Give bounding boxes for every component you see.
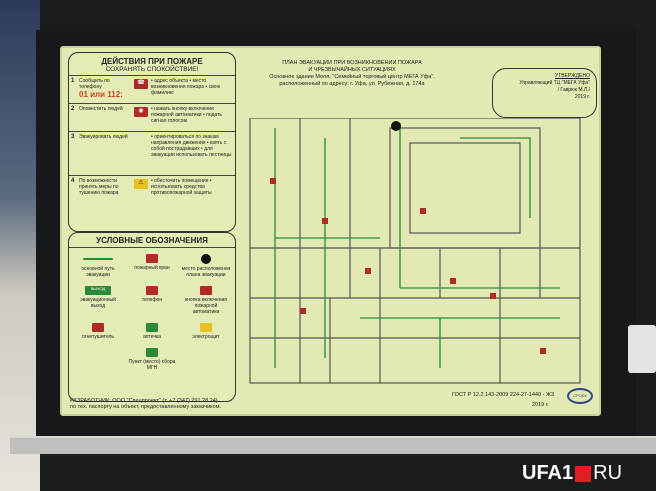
step-bullets: • адрес объекта • место возникновения по…	[151, 78, 221, 96]
title-line: ПЛАН ЭВАКУАЦИИ ПРИ ВОЗНИКНОВЕНИИ ПОЖАРА	[282, 60, 422, 66]
action-step: 2 Оповестить людей ◉ • нажать кнопку вкл…	[69, 103, 235, 131]
shelf-ledge	[10, 436, 656, 454]
legend-label: основной путь эвакуации	[81, 266, 115, 278]
address-line: расположенный по адресу: г. Уфа, ул. Руб…	[279, 81, 425, 87]
step-number: 2	[71, 106, 75, 112]
watermark-square-icon	[575, 465, 592, 482]
approval-year: 2019 г.	[574, 94, 590, 100]
legend-symbol-icon	[146, 286, 158, 295]
developer-line: РАЗРАБОТЧИК: ООО "Спецпроект" (т. +7 (34…	[70, 398, 218, 404]
legend-item: место расположения плана эвакуации	[181, 254, 231, 278]
legend-grid: основной путь эвакуации пожарный кран мест…	[69, 248, 235, 377]
background-wall	[0, 0, 40, 491]
footer-year: 2019 г.	[532, 402, 549, 408]
legend-item: Пункт (место) сбора МГН	[127, 348, 177, 371]
legend-item: телефон	[127, 286, 177, 315]
action-step: 3 Эвакуировать людей • ориентироваться п…	[69, 131, 235, 175]
legend-panel: УСЛОВНЫЕ ОБОЗНАЧЕНИЯ основной путь эваку…	[68, 232, 236, 402]
phone-icon: ☎	[134, 79, 148, 89]
legend-symbol-icon: ВЫХОД	[85, 286, 111, 295]
legend-label: эвакуационный выход	[80, 297, 116, 309]
developer-logo: СРОЕК	[567, 388, 593, 404]
legend-symbol-icon	[146, 348, 158, 357]
legend-label: кнопка включения пожарной автоматики	[184, 297, 227, 315]
legend-item: аптечка	[127, 323, 177, 340]
legend-label: аптечка	[142, 334, 162, 340]
actions-title: ДЕЙСТВИЯ ПРИ ПОЖАРЕ	[101, 57, 203, 66]
watermark-tld: RU	[593, 462, 623, 484]
fire-actions-panel: ДЕЙСТВИЯ ПРИ ПОЖАРЕ СОХРАНЯТЬ СПОКОЙСТВИ…	[68, 52, 236, 232]
evacuation-plan-board: ДЕЙСТВИЯ ПРИ ПОЖАРЕ СОХРАНЯТЬ СПОКОЙСТВИ…	[60, 46, 601, 416]
legend-item: электрощит	[181, 323, 231, 340]
step-number: 1	[71, 78, 75, 84]
legend-symbol-icon	[201, 254, 211, 264]
developer-note: по тех. паспорту на объект, предоставлен…	[70, 404, 222, 410]
approval-stamp: УТВЕРЖДЕНО Управляющий ТЦ "МЕГА Уфа" / Г…	[492, 68, 597, 118]
step-action-text: Сообщить по телефону	[79, 78, 110, 90]
wall-device	[628, 325, 656, 373]
actions-subtitle: СОХРАНЯТЬ СПОКОЙСТВИЕ!	[105, 66, 199, 73]
legend-item: кнопка включения пожарной автоматики	[181, 286, 231, 315]
step-bullets: • обесточить помещение • использовать ср…	[151, 178, 212, 196]
emergency-phone: 01 или 112:	[79, 90, 123, 99]
alarm-button-icon: ◉	[134, 107, 148, 117]
step-bullets: • ориентироваться по знакам направления …	[151, 134, 232, 158]
legend-symbol-icon	[146, 323, 158, 332]
floor-plan	[249, 118, 581, 384]
step-action: По возможности принять меры по тушению п…	[79, 178, 119, 196]
step-number: 3	[71, 134, 75, 140]
title-line: И ЧРЕЗВЫЧАЙНЫХ СИТУАЦИЯХ	[308, 67, 396, 73]
legend-label: электрощит	[192, 334, 220, 340]
you-are-here-marker	[391, 121, 401, 131]
building-line: Основное здание Молл. "Семейный торговый…	[269, 74, 435, 80]
step-action: Оповестить людей	[79, 106, 123, 112]
step-bullets: • нажать кнопку включения пожарной автом…	[151, 106, 222, 124]
legend-label: Пункт (место) сбора МГН	[128, 359, 176, 371]
watermark: UFA1 RU	[522, 462, 622, 485]
legend-label: пожарный кран	[134, 265, 170, 271]
approval-title: УТВЕРЖДЕНО	[554, 73, 590, 79]
step-action: Эвакуировать людей	[79, 134, 128, 140]
legend-item: пожарный кран	[127, 254, 177, 278]
legend-symbol-icon	[200, 286, 212, 295]
step-number: 4	[71, 178, 75, 184]
legend-label: место расположения плана эвакуации	[181, 266, 231, 278]
gost-reference: ГОСТ Р 12.2.143-2009 224-27-1440 - Ж3	[452, 392, 555, 398]
action-step: 4 По возможности принять меры по тушению…	[69, 175, 235, 203]
legend-symbol-icon	[200, 323, 212, 332]
approval-role: Управляющий ТЦ "МЕГА Уфа"	[519, 80, 590, 86]
legend-title: УСЛОВНЫЕ ОБОЗНАЧЕНИЯ	[69, 236, 235, 248]
plan-title: ПЛАН ЭВАКУАЦИИ ПРИ ВОЗНИКНОВЕНИИ ПОЖАРА …	[242, 60, 462, 88]
legend-item: ВЫХОД эвакуационный выход	[73, 286, 123, 315]
approval-name: / Гаврюк М.Л./	[557, 87, 590, 93]
legend-item: огнетушитель	[73, 323, 123, 340]
legend-symbol-icon	[83, 258, 113, 260]
developer-info: РАЗРАБОТЧИК: ООО "Спецпроект" (т. +7 (34…	[70, 398, 221, 410]
watermark-brand: UFA1	[522, 462, 574, 484]
legend-symbol-icon	[92, 323, 104, 332]
legend-label: телефон	[141, 297, 163, 303]
legend-label: огнетушитель	[81, 334, 114, 340]
legend-symbol-icon	[146, 254, 158, 263]
legend-item: основной путь эвакуации	[73, 254, 123, 278]
extinguisher-icon: ⚠	[134, 179, 148, 189]
